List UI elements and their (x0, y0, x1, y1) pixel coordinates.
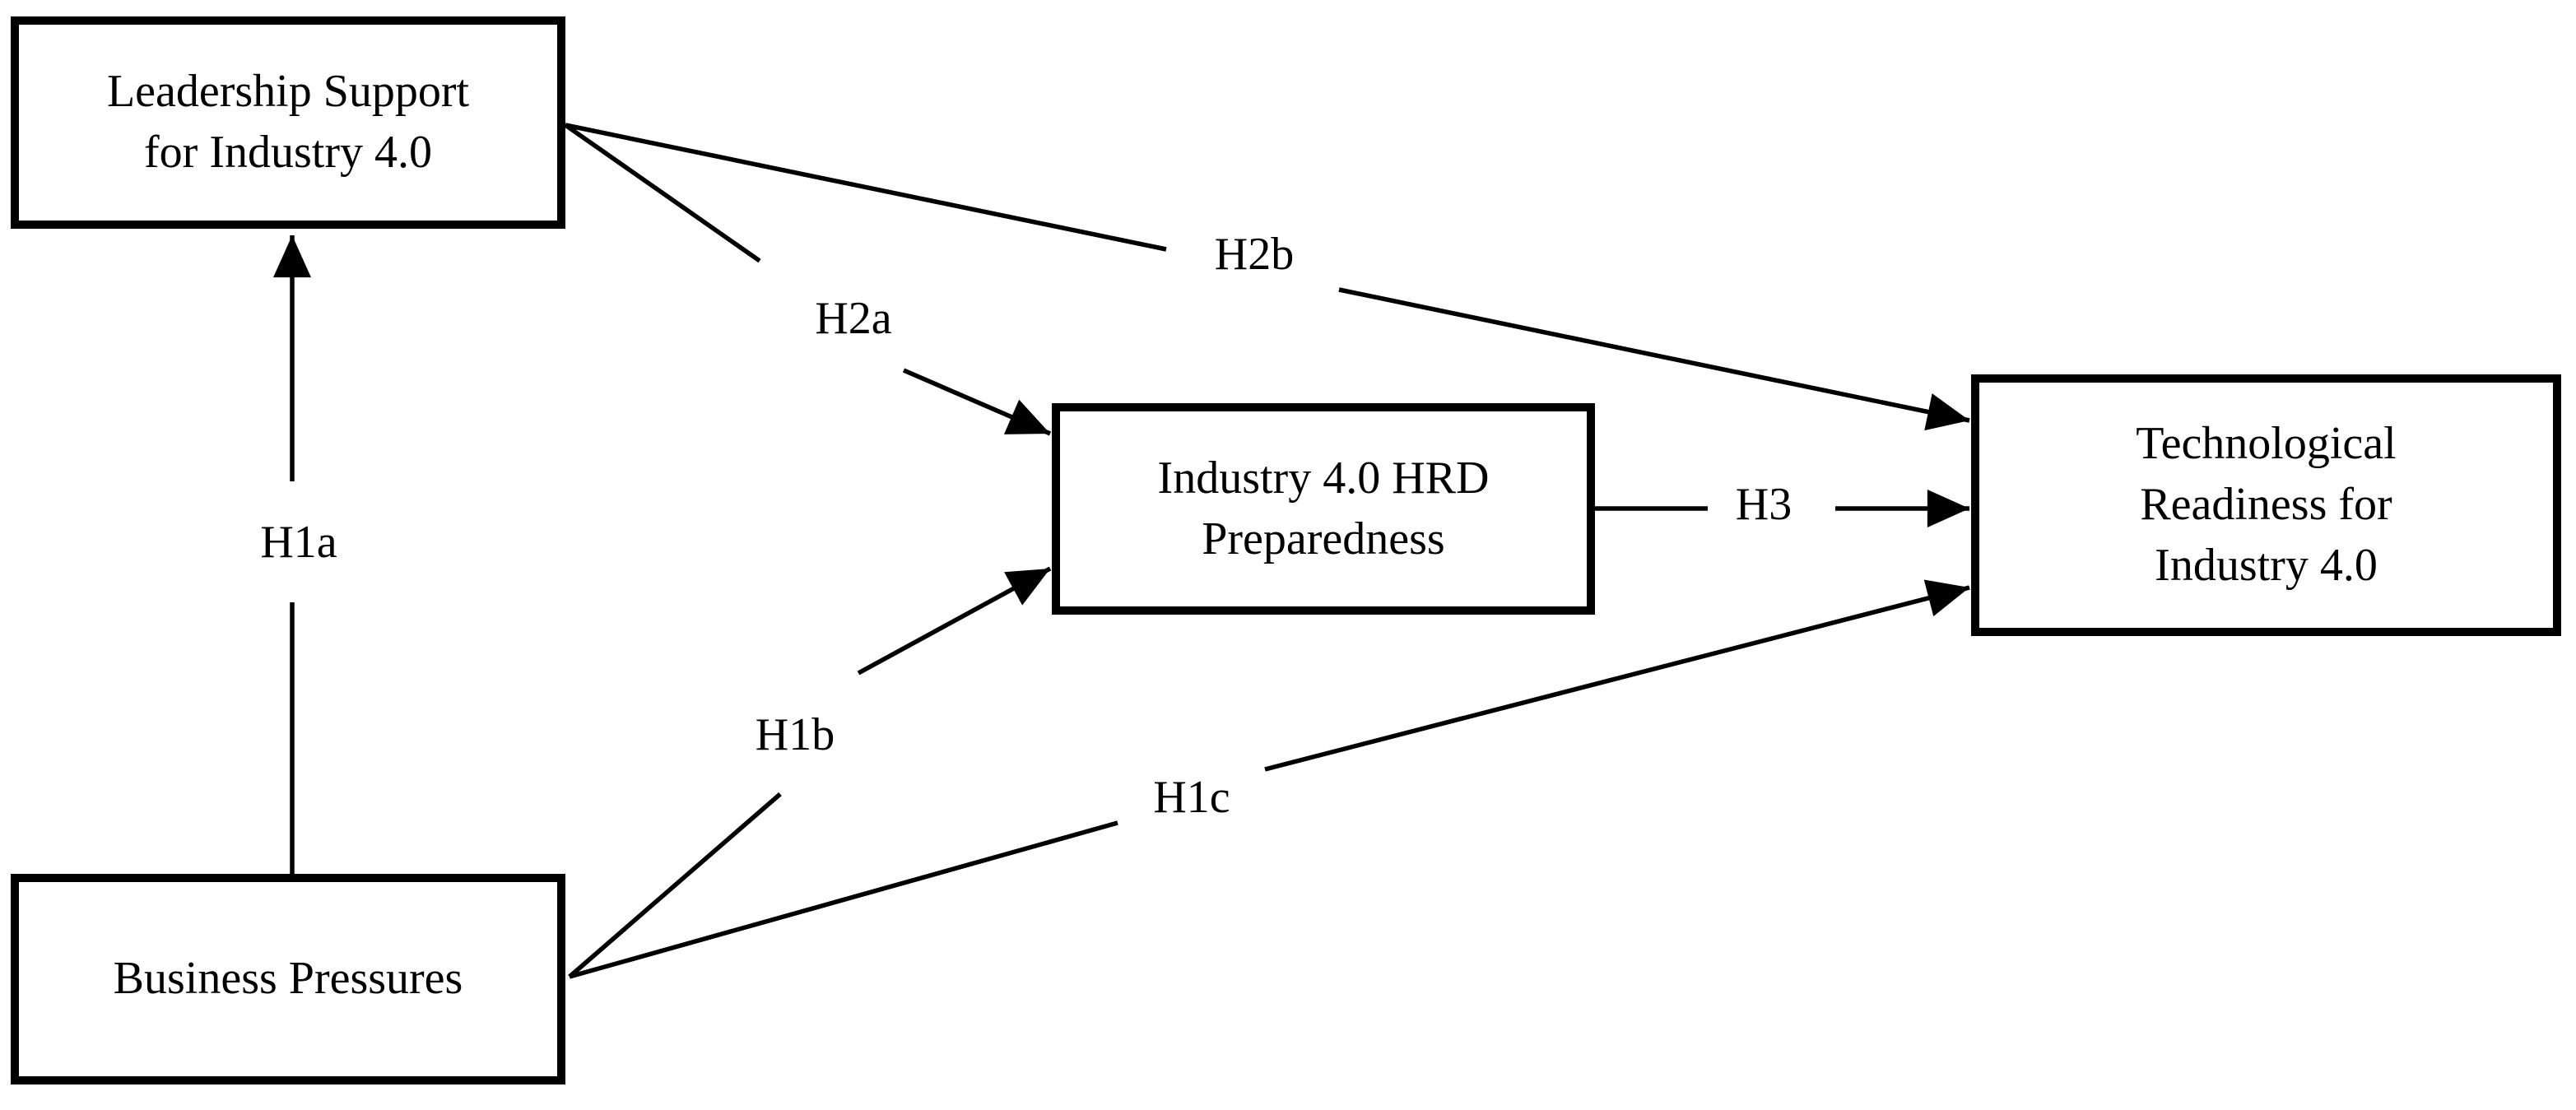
edge-h1c-arrow (1264, 579, 1970, 772)
edge-h1b-arrow (857, 566, 1052, 676)
node-business-pressures-label: Business Pressures (113, 953, 463, 1005)
edge-label-h1c: H1c (1146, 771, 1237, 824)
edge-label-h1a: H1a (253, 516, 344, 569)
edge-label-h2a: H2a (808, 292, 899, 345)
edge-label-h2b: H2b (1207, 228, 1301, 281)
node-technological-readiness: Technological Readiness for Industry 4.0 (1971, 374, 2561, 636)
node-industry-hrd-preparedness: Industry 4.0 HRD Preparedness (1052, 403, 1595, 615)
node-leadership-support-label: Leadership Support for Industry 4.0 (106, 66, 470, 178)
edge-h1c-segment (569, 820, 1118, 979)
edge-h2a-arrow (902, 368, 1052, 436)
edge-h2b-segment (565, 123, 1167, 252)
node-leadership-support: Leadership Support for Industry 4.0 (11, 16, 565, 229)
edge-label-h1b: H1b (748, 708, 842, 761)
node-technological-readiness-label: Technological Readiness for Industry 4.0 (2136, 418, 2397, 591)
edge-label-h3: H3 (1728, 478, 1799, 531)
edge-h1b-segment (568, 792, 782, 979)
edge-h2a-segment (564, 123, 761, 263)
node-business-pressures: Business Pressures (11, 874, 565, 1084)
edge-h2b-arrow (1338, 287, 1970, 431)
node-industry-hrd-preparedness-label: Industry 4.0 HRD Preparedness (1157, 452, 1490, 564)
